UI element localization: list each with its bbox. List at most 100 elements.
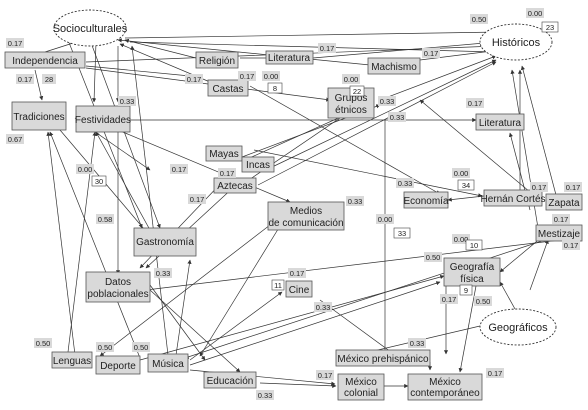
svg-text:0.17: 0.17 bbox=[532, 183, 547, 192]
weight-label: 28 bbox=[42, 74, 56, 84]
weight-label: 0.17 bbox=[422, 48, 440, 58]
edge bbox=[269, 59, 497, 169]
edge bbox=[117, 38, 371, 66]
svg-text:0.00: 0.00 bbox=[344, 75, 359, 84]
weight-label: 0.33 bbox=[388, 112, 406, 122]
svg-text:0.50: 0.50 bbox=[476, 297, 491, 306]
weight-label: 0.17 bbox=[288, 268, 306, 278]
weight-label: 0.00 bbox=[376, 214, 394, 224]
node-medios: Medios de comunicación bbox=[267, 201, 345, 231]
svg-text:0.00: 0.00 bbox=[454, 169, 469, 178]
node-mayas: Mayas bbox=[205, 145, 243, 162]
node-machismo: Machismo bbox=[367, 57, 421, 75]
node-label: física bbox=[460, 274, 484, 285]
svg-text:0.33: 0.33 bbox=[398, 179, 413, 188]
svg-text:0.17: 0.17 bbox=[424, 49, 439, 58]
node-mexico-prehispanico: México prehispánico bbox=[335, 349, 431, 367]
weight-box: 10 bbox=[465, 239, 483, 251]
weight-label: 0.17 bbox=[170, 164, 188, 174]
weight-label: 0.17 bbox=[318, 43, 336, 53]
svg-text:0.50: 0.50 bbox=[36, 339, 51, 348]
weight-label: 0.33 bbox=[256, 390, 274, 400]
weight-box: 11 bbox=[271, 279, 285, 291]
node-label: Machismo bbox=[371, 62, 417, 73]
svg-text:0.50: 0.50 bbox=[98, 343, 113, 352]
weight-label: 0.17 bbox=[466, 98, 484, 108]
weight-box: 8 bbox=[267, 82, 283, 94]
edge bbox=[124, 29, 501, 39]
node-label: Lenguas bbox=[53, 356, 91, 367]
node-festividades: Festividades bbox=[75, 105, 131, 133]
svg-text:0.17: 0.17 bbox=[172, 165, 187, 174]
edge bbox=[253, 149, 483, 198]
weight-label: 0.17 bbox=[218, 168, 236, 178]
svg-text:0.00: 0.00 bbox=[378, 215, 393, 224]
svg-text:0.50: 0.50 bbox=[472, 15, 487, 24]
edge bbox=[244, 114, 346, 161]
weight-box: 34 bbox=[457, 179, 475, 191]
svg-text:0.17: 0.17 bbox=[468, 99, 483, 108]
weight-label: 0.17 bbox=[440, 294, 458, 304]
weight-label: 0.17 bbox=[530, 182, 548, 192]
weight-label: 0.17 bbox=[188, 194, 206, 204]
node-label: Datos bbox=[105, 277, 131, 288]
weight-label: 0.33 bbox=[154, 268, 172, 278]
weight-labels: 0.17 0.17 28 0.67 0.33 0.17 0.17 0.00 0.… bbox=[6, 8, 582, 400]
svg-text:0.33: 0.33 bbox=[348, 197, 363, 206]
node-incas: Incas bbox=[241, 156, 275, 173]
weight-label: 0.17 bbox=[16, 74, 34, 84]
svg-text:0.17: 0.17 bbox=[190, 195, 205, 204]
svg-text:10: 10 bbox=[470, 241, 478, 250]
svg-text:0.17: 0.17 bbox=[442, 295, 457, 304]
weight-label: 0.50 bbox=[424, 252, 442, 262]
node-gastronomia: Gastronomía bbox=[133, 227, 197, 257]
edge bbox=[85, 65, 191, 78]
node-aztecas: Aztecas bbox=[213, 177, 257, 194]
weight-label: 0.50 bbox=[34, 338, 52, 348]
weight-label: 0.17 bbox=[552, 214, 570, 224]
node-label: Aztecas bbox=[217, 181, 253, 192]
node-label: Grupos bbox=[335, 93, 368, 104]
node-zapata: Zapata bbox=[545, 193, 583, 211]
edge bbox=[447, 195, 485, 202]
svg-text:0.00: 0.00 bbox=[454, 235, 469, 244]
edge bbox=[145, 239, 561, 292]
edge bbox=[259, 382, 337, 388]
weight-label: 0.33 bbox=[346, 196, 364, 206]
node-label: Hernán Cortés bbox=[480, 194, 545, 205]
svg-text:30: 30 bbox=[95, 177, 103, 186]
node-label: Economía bbox=[403, 196, 448, 207]
svg-text:0.17: 0.17 bbox=[240, 72, 255, 81]
node-literatura: Literatura bbox=[475, 113, 525, 131]
svg-text:0.17: 0.17 bbox=[187, 75, 202, 84]
edge bbox=[124, 38, 197, 59]
node-literatura-top: Literatura bbox=[265, 50, 314, 65]
node-mestizaje: Mestizaje bbox=[535, 224, 583, 242]
edge bbox=[92, 41, 97, 103]
svg-text:0.17: 0.17 bbox=[220, 169, 235, 178]
node-label: Zapata bbox=[548, 198, 580, 209]
edge bbox=[95, 131, 151, 231]
svg-text:0.17: 0.17 bbox=[566, 183, 581, 192]
node-geograficos: Geográficos bbox=[479, 308, 557, 346]
weight-box: 9 bbox=[459, 284, 473, 296]
node-historicos: Históricos bbox=[479, 23, 553, 61]
node-label: Gastronomía bbox=[136, 237, 194, 248]
node-musica: Música bbox=[147, 353, 189, 373]
node-socioculturales: Socioculturales bbox=[53, 9, 128, 47]
svg-text:23: 23 bbox=[546, 23, 554, 32]
node-label: Deporte bbox=[100, 361, 136, 372]
svg-text:0.00: 0.00 bbox=[78, 165, 93, 174]
weight-label: 0.17 bbox=[6, 38, 24, 48]
node-mexico-colonial: México colonial bbox=[337, 373, 385, 401]
weight-label: 0.17 bbox=[185, 74, 203, 84]
node-deporte: Deporte bbox=[95, 355, 141, 375]
weight-box: 33 bbox=[393, 227, 411, 239]
svg-text:0.33: 0.33 bbox=[258, 391, 273, 400]
weight-label: 0.00 bbox=[452, 234, 470, 244]
edge bbox=[149, 284, 206, 361]
svg-text:22: 22 bbox=[353, 87, 361, 96]
svg-text:0.33: 0.33 bbox=[120, 97, 135, 106]
edge bbox=[189, 281, 441, 366]
svg-text:0.17: 0.17 bbox=[320, 44, 335, 53]
